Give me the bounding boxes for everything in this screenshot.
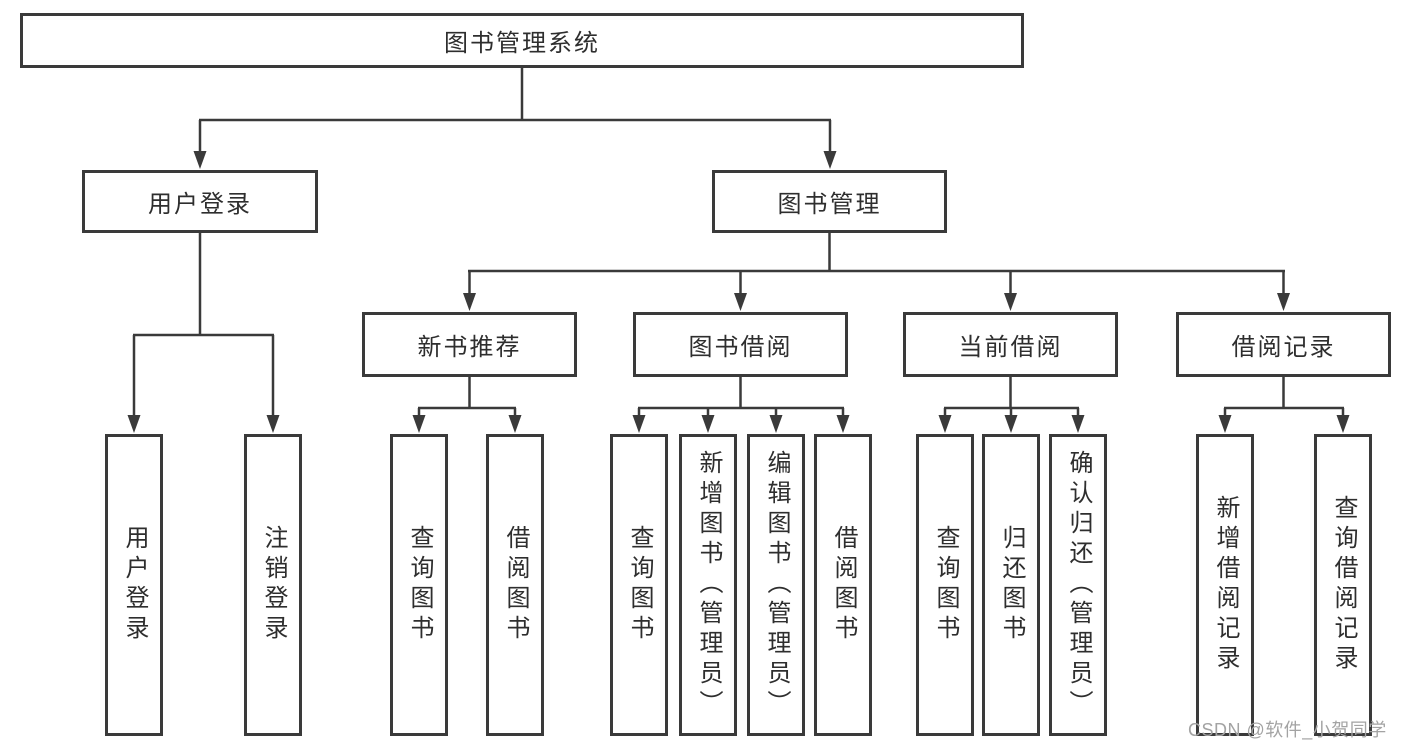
csdn-watermark: CSDN @软件_小贺同学 xyxy=(1188,720,1387,740)
node-book-borrowing: 图书借阅 xyxy=(633,312,848,377)
leaf-label: 注销登录 xyxy=(260,525,287,645)
arrowhead-icon xyxy=(836,415,850,433)
leaf-label: 新增图书（管理员） xyxy=(695,450,722,720)
leaf-label: 确认归还（管理员） xyxy=(1065,450,1092,720)
arrowhead-icon xyxy=(823,151,837,169)
node-borrow-records: 借阅记录 xyxy=(1176,312,1391,377)
arrowhead-icon xyxy=(412,415,426,433)
leaf-label: 借阅图书 xyxy=(502,525,529,645)
node-library-management-system: 图书管理系统 xyxy=(20,13,1024,68)
arrowhead-icon xyxy=(938,415,952,433)
arrowhead-icon xyxy=(1218,415,1232,433)
arrowhead-icon xyxy=(1336,415,1350,433)
arrowhead-icon xyxy=(1071,415,1085,433)
leaf-confirm-return-admin: 确认归还（管理员） xyxy=(1049,434,1107,736)
leaf-logout: 注销登录 xyxy=(244,434,302,736)
leaf-label: 归还图书 xyxy=(998,525,1025,645)
arrowhead-icon xyxy=(193,151,207,169)
leaf-query-borrow-record: 查询借阅记录 xyxy=(1314,434,1372,736)
leaf-add-books-admin: 新增图书（管理员） xyxy=(679,434,737,736)
arrowhead-icon xyxy=(463,293,476,311)
leaf-return-books: 归还图书 xyxy=(982,434,1040,736)
arrowhead-icon xyxy=(266,415,280,433)
leaf-edit-books-admin: 编辑图书（管理员） xyxy=(747,434,805,736)
leaf-borrow-books-recommend: 借阅图书 xyxy=(486,434,544,736)
leaf-query-books-current: 查询图书 xyxy=(916,434,974,736)
leaf-query-books-borrowing: 查询图书 xyxy=(610,434,668,736)
leaf-query-books-recommend: 查询图书 xyxy=(390,434,448,736)
leaf-label: 借阅图书 xyxy=(830,525,857,645)
arrowhead-icon xyxy=(1004,293,1017,311)
node-current-borrowing: 当前借阅 xyxy=(903,312,1118,377)
leaf-label: 查询借阅记录 xyxy=(1330,495,1357,675)
arrowhead-icon xyxy=(127,415,141,433)
node-new-book-recommend: 新书推荐 xyxy=(362,312,577,377)
leaf-label: 查询图书 xyxy=(406,525,433,645)
arrowhead-icon xyxy=(734,293,747,311)
leaf-borrow-books: 借阅图书 xyxy=(814,434,872,736)
leaf-label: 查询图书 xyxy=(932,525,959,645)
connector-path xyxy=(133,68,1344,410)
leaf-user-login: 用户登录 xyxy=(105,434,163,736)
arrowhead-icon xyxy=(1277,293,1290,311)
leaf-label: 编辑图书（管理员） xyxy=(763,450,790,720)
arrowhead-icon xyxy=(508,415,522,433)
leaf-label: 查询图书 xyxy=(626,525,653,645)
leaf-label: 新增借阅记录 xyxy=(1212,495,1239,675)
node-book-management-branch: 图书管理 xyxy=(712,170,947,233)
arrowhead-icon xyxy=(769,415,783,433)
arrowhead-icon xyxy=(1004,415,1018,433)
node-user-login-branch: 用户登录 xyxy=(82,170,318,233)
arrowhead-icon xyxy=(701,415,715,433)
leaf-label: 用户登录 xyxy=(121,525,148,645)
arrowhead-icon xyxy=(632,415,646,433)
leaf-add-borrow-record: 新增借阅记录 xyxy=(1196,434,1254,736)
